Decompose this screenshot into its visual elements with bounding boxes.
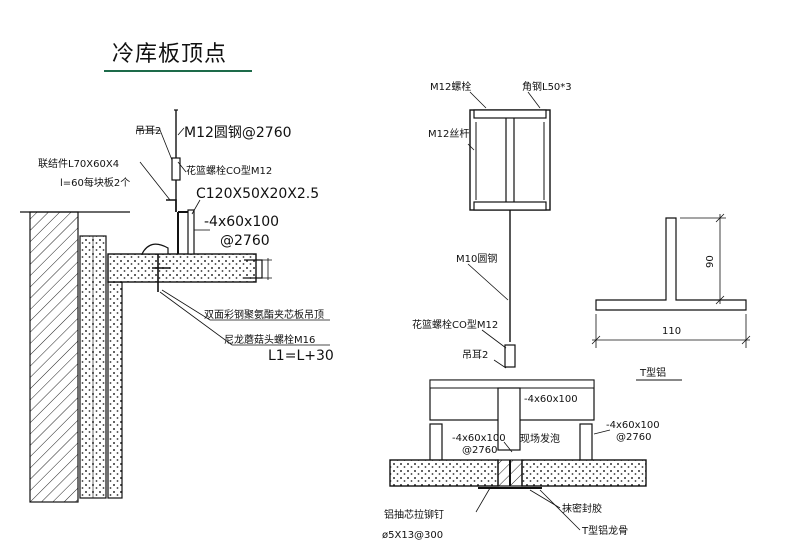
label-plate-right-spacing: @2760 <box>616 432 651 443</box>
ceiling-panel-right <box>521 459 647 487</box>
ceiling-panel <box>107 253 257 283</box>
ceiling-panel-left <box>389 459 499 487</box>
page-title: 冷库板顶点 <box>112 42 228 67</box>
label-threaded-rod: M12丝杆 <box>428 128 469 140</box>
label-rivet: 铝抽芯拉铆钉 <box>384 508 444 521</box>
wall-panel-inner <box>107 281 123 499</box>
label-connector: 联结件L70X60X4 <box>38 157 119 170</box>
label-sealant: 抹密封胶 <box>562 502 602 515</box>
label-plate-right: -4x60x100 <box>606 420 660 431</box>
label-round-bar: M10圆钢 <box>456 252 497 265</box>
label-turnbuckle-left: 花篮螺栓CO型M12 <box>186 164 272 177</box>
label-bolt-len: L1=L+30 <box>268 348 334 364</box>
dim-t-height: 90 <box>705 255 716 268</box>
t-section-detail <box>591 213 751 381</box>
label-channel: C120X50X20X2.5 <box>196 186 319 202</box>
label-keel: T型铝龙骨 <box>581 524 628 537</box>
right-detail <box>389 91 647 531</box>
label-rivet-spec: ø5X13@300 <box>382 530 443 541</box>
label-plate-left: -4x60x100 <box>204 214 279 230</box>
label-hanger-ear-left: 吊耳2 <box>135 125 161 137</box>
label-connector-len: l=60每块板2个 <box>60 176 130 189</box>
concrete-wall <box>29 211 79 503</box>
title-underline <box>104 70 252 72</box>
label-foam: 现场发泡 <box>520 432 560 445</box>
label-bolt-right: M12螺栓 <box>430 80 471 93</box>
label-angle: 角钢L50*3 <box>522 80 572 93</box>
label-plate-left-spacing: @2760 <box>220 233 270 249</box>
dim-t-width: 110 <box>662 326 681 337</box>
t-section-profile <box>595 217 747 311</box>
label-bolt-left: 尼龙蘑菇头螺栓M16 <box>224 333 315 346</box>
label-t-section: T型铝 <box>639 366 666 379</box>
label-plate-left-right-spacing: @2760 <box>462 445 497 456</box>
label-plate-left-right: -4x60x100 <box>452 433 506 444</box>
left-detail <box>20 109 330 503</box>
label-panel: 双面彩钢聚氨酯夹芯板吊顶 <box>204 308 324 321</box>
steel-beam <box>469 109 551 211</box>
label-round-steel: M12圆钢@2760 <box>184 125 292 141</box>
label-plate-top: -4x60x100 <box>524 394 578 405</box>
label-turnbuckle-right: 花篮螺栓CO型M12 <box>412 318 498 331</box>
label-hanger-ear-right: 吊耳2 <box>462 349 488 361</box>
